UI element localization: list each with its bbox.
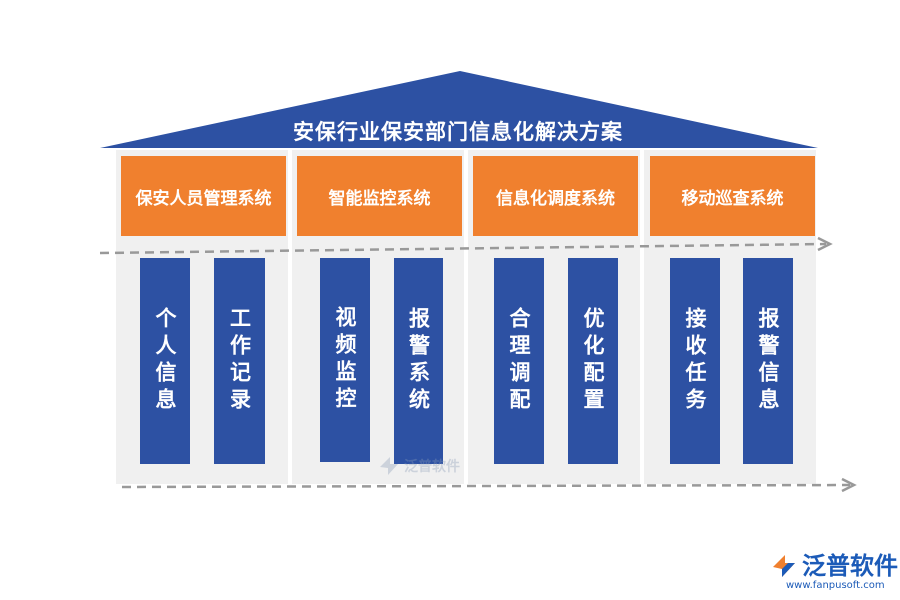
watermark: 泛普软件 bbox=[378, 455, 460, 477]
dashed-arrow-top bbox=[99, 236, 833, 255]
pillar-reasonable-allocation: 合理调配 bbox=[494, 258, 544, 464]
pillar-video-monitoring: 视频监控 bbox=[320, 258, 370, 462]
roof-title: 安保行业保安部门信息化解决方案 bbox=[293, 119, 623, 144]
header-mobile-patrol: 移动巡查系统 bbox=[650, 156, 815, 236]
pillar-work-records: 工作记录 bbox=[214, 258, 265, 464]
dashed-arrow-bottom bbox=[121, 477, 857, 493]
brand-logo: 泛普软件 bbox=[770, 552, 898, 580]
watermark-logo-icon bbox=[380, 457, 398, 475]
header-personnel-management: 保安人员管理系统 bbox=[121, 156, 286, 236]
pillar-optimize-config: 优化配置 bbox=[568, 258, 618, 464]
brand-url: www.fanpusoft.com bbox=[786, 580, 885, 591]
pillar-personal-info: 个人信息 bbox=[140, 258, 190, 464]
header-smart-monitoring: 智能监控系统 bbox=[297, 156, 462, 236]
brand-logo-icon bbox=[773, 555, 795, 577]
header-dispatch-system: 信息化调度系统 bbox=[473, 156, 638, 236]
pillar-receive-task: 接收任务 bbox=[670, 258, 720, 464]
brand-name: 泛普软件 bbox=[802, 552, 898, 580]
watermark-text: 泛普软件 bbox=[404, 459, 460, 475]
pillar-alarm-system: 报警系统 bbox=[394, 258, 443, 464]
roof-triangle bbox=[100, 71, 818, 148]
pillar-alarm-info: 报警信息 bbox=[743, 258, 793, 464]
